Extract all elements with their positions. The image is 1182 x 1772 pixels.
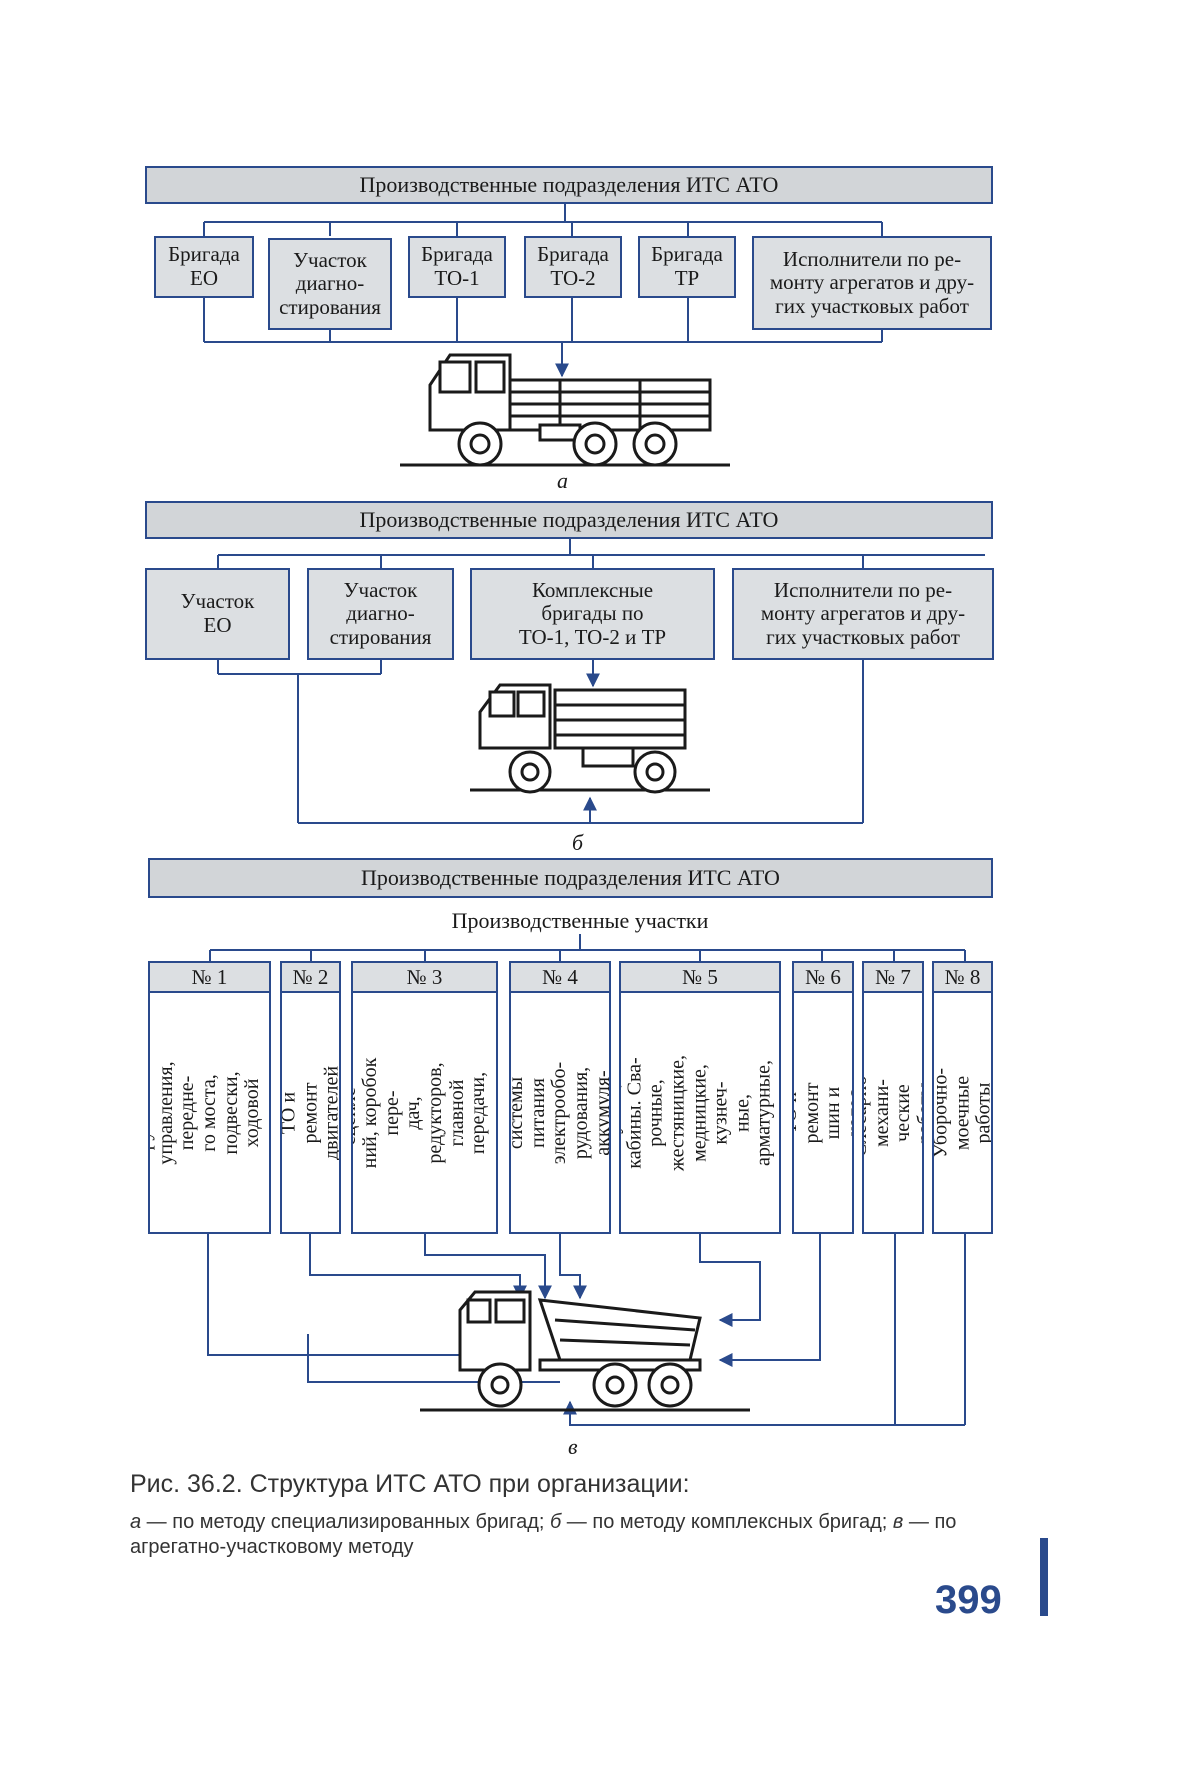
section-2-text: ТО и ремонт двигателей xyxy=(280,1065,341,1160)
box-diagnostics-area: Участок диагно- стирования xyxy=(268,238,392,330)
box-brigade-eo: Бригада ЕО xyxy=(154,236,254,298)
section-4: ТО и ремонт системы питания электрообо- … xyxy=(509,991,611,1234)
section-2: ТО и ремонт двигателей xyxy=(280,991,341,1234)
box-brigade-tr: Бригада ТР xyxy=(638,236,736,298)
section-7: Слесарно-механи- ческие работы xyxy=(862,991,924,1234)
section-number-7: № 7 xyxy=(862,961,924,993)
section-8: Уборочно-моечные работы xyxy=(932,991,993,1234)
truck-a-illustration xyxy=(400,353,730,467)
section-3: ТО и ремонт сцепле- ний, коробок пере- д… xyxy=(351,991,498,1234)
section-number-1: № 1 xyxy=(148,961,271,993)
section-number-5: № 5 xyxy=(619,961,781,993)
caption-letter-b: б xyxy=(550,1511,562,1533)
section-7-text: Слесарно-механи- ческие работы xyxy=(864,1068,924,1156)
diagram-a-label: а xyxy=(557,468,568,493)
box-diagnostics-area-b: Участок диагно- стирования xyxy=(307,568,454,660)
truck-c-illustration xyxy=(420,1290,750,1412)
caption-text-a: — по методу специализированных бригад; xyxy=(141,1511,550,1533)
figure-caption-title: Рис. 36.2. Структура ИТС АТО при организ… xyxy=(130,1470,690,1498)
diagram-a-header: Производственные подразделения ИТС АТО xyxy=(145,166,993,204)
section-number-4: № 4 xyxy=(509,961,611,993)
section-1: ТО и ремонт рулевого управления, переднe… xyxy=(148,991,271,1234)
caption-letter-a: а xyxy=(130,1511,142,1533)
section-1-text: ТО и ремонт рулевого управления, переднe… xyxy=(148,1060,271,1165)
section-number-8: № 8 xyxy=(932,961,993,993)
section-number-2: № 2 xyxy=(280,961,341,993)
section-number-3: № 3 xyxy=(351,961,498,993)
box-brigade-to1: Бригада ТО-1 xyxy=(408,236,506,298)
page-edge-bar xyxy=(1040,1538,1048,1616)
caption-letter-c: в xyxy=(892,1511,904,1533)
section-4-text: ТО и ремонт системы питания электрообо- … xyxy=(509,1061,611,1164)
truck-b-illustration xyxy=(470,683,710,794)
box-unit-repair-executors: Исполнители по ре- монту агрегатов и дру… xyxy=(752,236,992,330)
section-number-6: № 6 xyxy=(792,961,854,993)
figure-caption-body: а — по методу специализированных бригад;… xyxy=(130,1510,990,1560)
section-5-text: ТО и ремонт рамы, кузова, кабины. Сва- р… xyxy=(619,1054,781,1171)
diagram-c-label: в xyxy=(568,1434,578,1459)
section-6: ТО и ремонт шин и колес xyxy=(792,991,854,1234)
box-unit-repair-executors-b: Исполнители по ре- монту агрегатов и дру… xyxy=(732,568,994,660)
production-areas-subheader: Производственные участки xyxy=(451,908,709,933)
caption-text-b: — по методу комплексных бригад; xyxy=(561,1511,893,1533)
section-3-text: ТО и ремонт сцепле- ний, коробок пере- д… xyxy=(351,1051,498,1174)
box-complex-brigades: Комплексные бригады по ТО-1, ТО-2 и ТР xyxy=(470,568,715,660)
diagram-c-header: Производственные подразделения ИТС АТО xyxy=(148,858,993,898)
page-number: 399 xyxy=(935,1578,1002,1622)
caption-text-c: — по агрегатно-участковому методу xyxy=(130,1511,957,1558)
section-8-text: Уборочно-моечные работы xyxy=(932,1067,993,1158)
section-6-text: ТО и ремонт шин и колес xyxy=(792,1082,854,1143)
box-area-eo: Участок ЕО xyxy=(145,568,290,660)
diagram-b-label: б xyxy=(572,830,584,855)
section-5: ТО и ремонт рамы, кузова, кабины. Сва- р… xyxy=(619,991,781,1234)
box-brigade-to2: Бригада ТО-2 xyxy=(524,236,622,298)
diagram-b-header: Производственные подразделения ИТС АТО xyxy=(145,501,993,539)
